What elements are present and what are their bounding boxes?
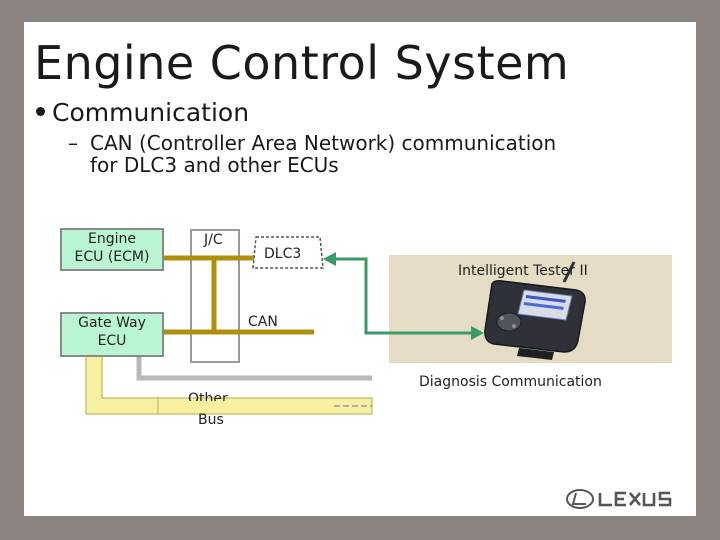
lexus-logo-icon xyxy=(566,489,672,509)
arrow-left-icon xyxy=(323,252,336,266)
diagnosis-line xyxy=(332,257,474,335)
gateway-ecu-line-1: Gate Way xyxy=(78,315,146,331)
network-diagram: Engine ECU (ECM) Gate Way ECU J/C DLC3 C… xyxy=(24,22,696,516)
tester-label: Intelligent Tester II xyxy=(458,263,588,279)
dlc3-connector xyxy=(252,236,324,269)
arrow-right-icon xyxy=(471,326,484,340)
diagram-lines xyxy=(85,229,586,415)
bullet-text: Communication xyxy=(52,98,250,127)
sub-bullet: – CAN (Controller Area Network) communic… xyxy=(68,132,556,176)
other-bus-track xyxy=(85,357,159,415)
diagnosis-line-path xyxy=(332,257,474,335)
sub-bullet-line-1: CAN (Controller Area Network) communicat… xyxy=(90,131,557,155)
diagnosis-communication-label: Diagnosis Communication xyxy=(419,374,602,390)
can-bus-lines xyxy=(162,255,314,335)
gateway-ecu-line-2: ECU xyxy=(97,333,127,349)
engine-ecu-line-2: ECU (ECM) xyxy=(74,249,150,265)
jc-label: J/C xyxy=(204,232,223,248)
bullet-dot-icon xyxy=(36,106,45,116)
can-label: CAN xyxy=(248,314,278,330)
diagnosis-bus-grey xyxy=(136,357,372,381)
engine-ecu-box: Engine ECU (ECM) xyxy=(60,228,164,271)
bus-label: Bus xyxy=(198,412,224,428)
engine-ecu-line-1: Engine xyxy=(88,231,136,247)
dlc3-label: DLC3 xyxy=(264,246,302,262)
slide-title: Engine Control System xyxy=(34,36,570,90)
gateway-ecu-box: Gate Way ECU xyxy=(60,312,164,357)
bullet-communication: Communication xyxy=(36,98,249,127)
other-label: Other xyxy=(188,391,228,401)
slide: Engine Control System Communication – CA… xyxy=(24,22,696,516)
sub-bullet-line-2: for DLC3 and other ECUs xyxy=(90,153,339,177)
intelligent-tester-icon xyxy=(484,261,586,360)
sub-bullet-dash: – xyxy=(68,131,78,155)
